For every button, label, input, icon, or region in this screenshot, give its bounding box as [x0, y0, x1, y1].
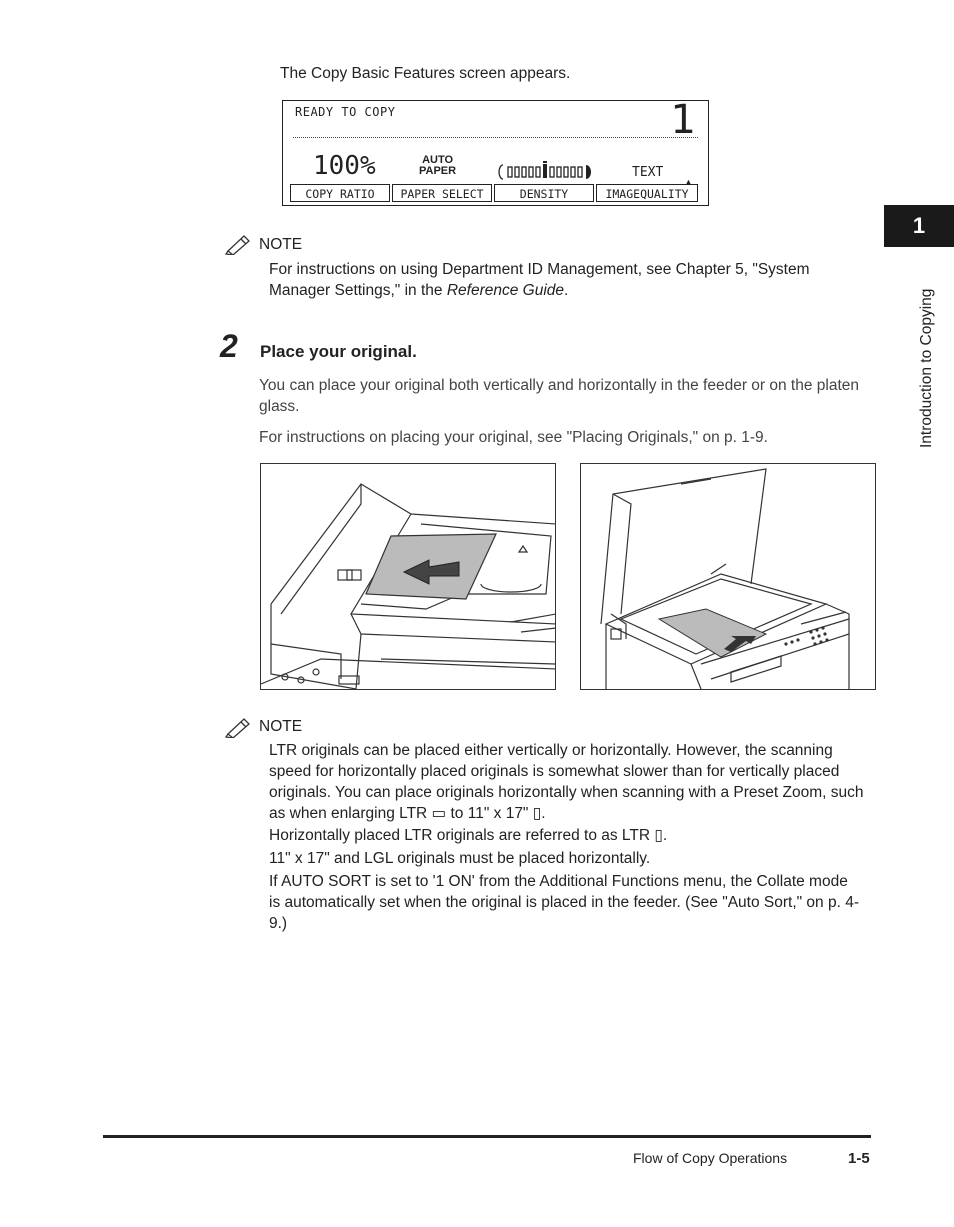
- density-scale-icon: [498, 161, 591, 180]
- note-paragraph: LTR originals can be placed either verti…: [269, 742, 864, 822]
- chapter-tab: 1: [884, 205, 954, 247]
- lcd-copy-count: 1: [670, 97, 696, 143]
- step-number: 2: [220, 328, 238, 364]
- pencil-note-icon: [224, 235, 250, 255]
- lcd-softkeys: COPY RATIO PAPER SELECT DENSITY IMAGEQUA…: [290, 184, 698, 202]
- note-heading: NOTE: [259, 236, 303, 253]
- platen-illustration: [580, 463, 876, 690]
- footer-rule: [103, 1135, 871, 1138]
- lcd-image-mode: TEXT: [632, 165, 664, 180]
- platen-drawing: [600, 468, 850, 689]
- step-paragraph: You can place your original both vertica…: [259, 377, 860, 415]
- lcd-divider: [293, 137, 698, 138]
- scroll-arrow-icon: ▲: [684, 177, 693, 187]
- feeder-illustration: [260, 463, 556, 690]
- note-text-end: .: [564, 282, 569, 299]
- note-paragraph: If AUTO SORT is set to '1 ON' from the A…: [269, 873, 859, 932]
- note-body: For instructions on using Department ID …: [269, 259, 859, 301]
- page-number: 1-5: [848, 1150, 870, 1167]
- lcd-paper-line2: PAPER: [419, 165, 457, 177]
- lcd-paper-setting: AUTO PAPER: [419, 155, 456, 177]
- lcd-copy-ratio: 100%: [313, 151, 376, 181]
- note-paragraph: Horizontally placed LTR originals are re…: [269, 827, 668, 844]
- feeder-drawing: [261, 483, 555, 689]
- lcd-status: READY TO COPY: [295, 105, 396, 119]
- intro-text: The Copy Basic Features screen appears.: [280, 65, 571, 82]
- note-heading: NOTE: [259, 718, 303, 735]
- step-paragraph-ref: For instructions on placing your origina…: [259, 429, 768, 446]
- step-title: Place your original.: [260, 342, 417, 361]
- lcd-paper-line1: AUTO: [422, 154, 454, 166]
- chapter-label: Introduction to Copying: [918, 288, 935, 448]
- note-text: For instructions on using Department ID …: [269, 261, 810, 299]
- density-key[interactable]: DENSITY: [494, 184, 594, 202]
- chapter-label-container: Introduction to Copying: [916, 250, 936, 450]
- note-paragraph: 11" x 17" and LGL originals must be plac…: [269, 850, 651, 867]
- paper-select-key[interactable]: PAPER SELECT: [392, 184, 492, 202]
- footer-section: Flow of Copy Operations: [633, 1150, 788, 1166]
- copy-ratio-key[interactable]: COPY RATIO: [290, 184, 390, 202]
- lcd-screen: READY TO COPY 1 100% AUTO PAPER TEXT ▲ C…: [282, 97, 709, 206]
- image-quality-key[interactable]: IMAGEQUALITY: [596, 184, 698, 202]
- reference-guide-title: Reference Guide: [446, 282, 565, 299]
- pencil-note-icon: [224, 718, 250, 738]
